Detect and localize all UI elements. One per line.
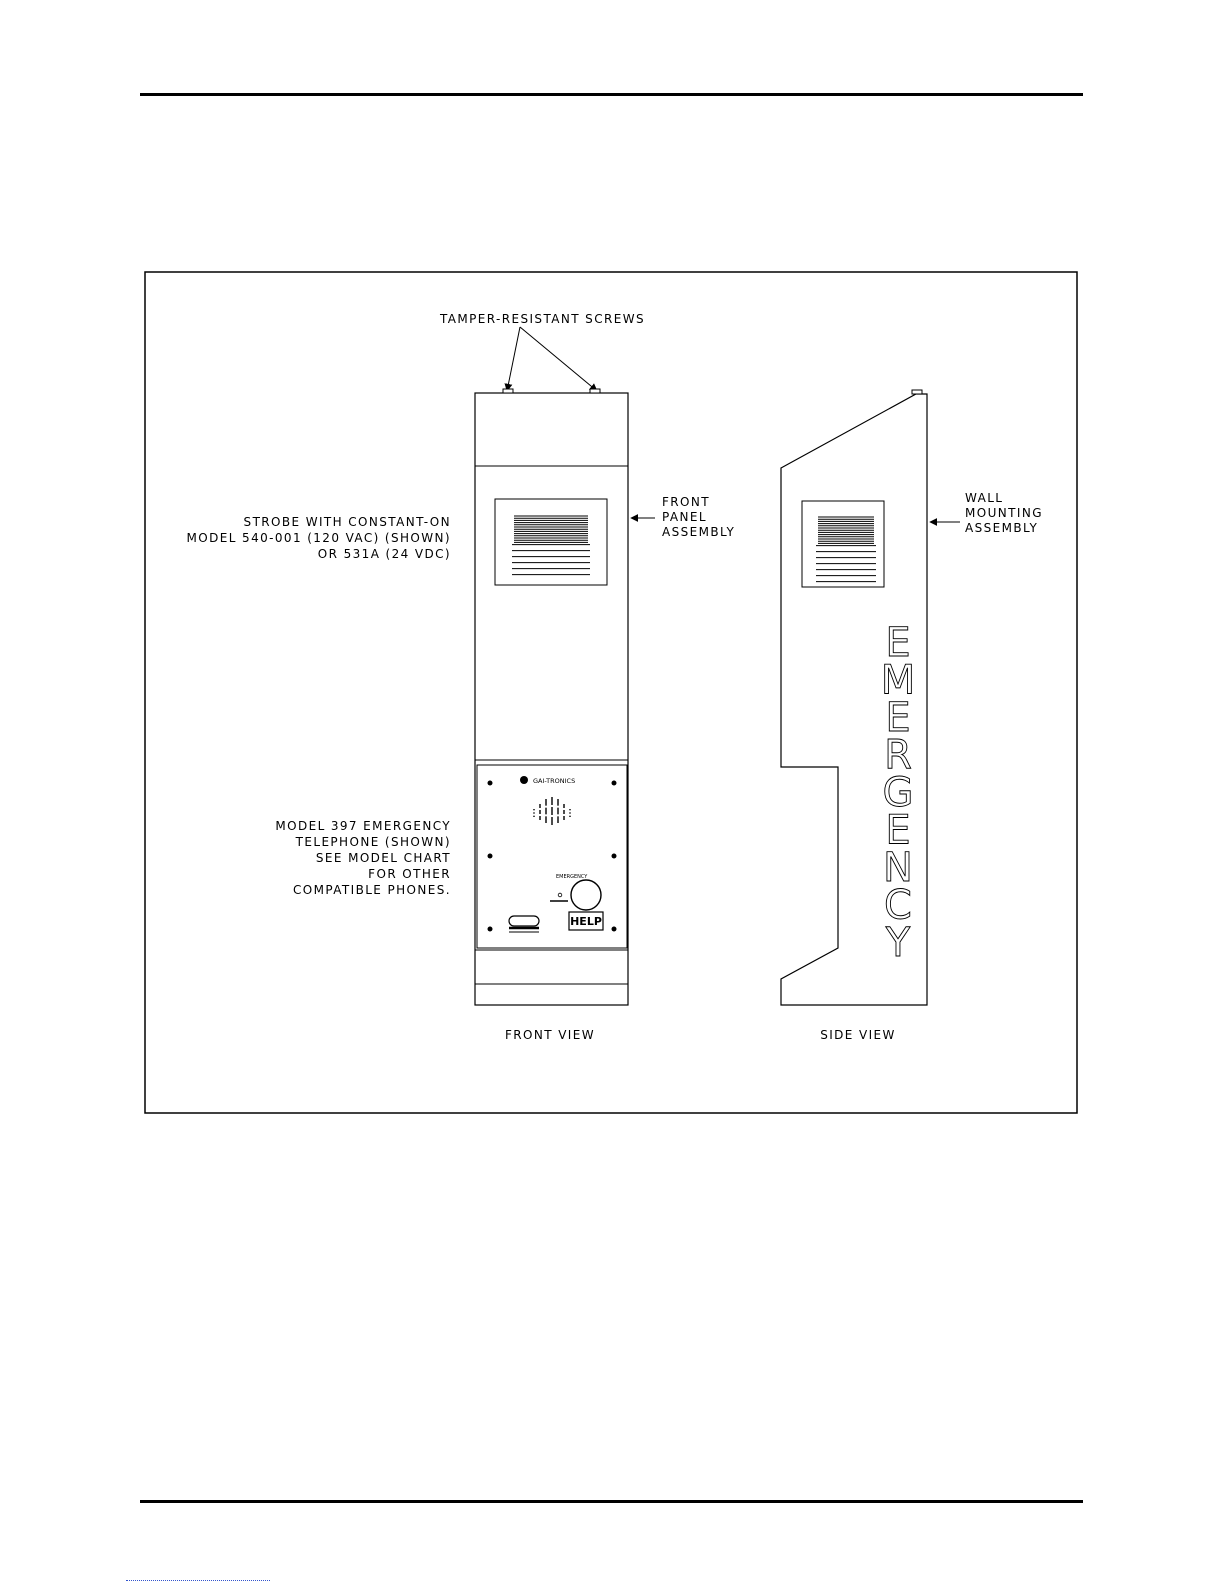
telephone-label-line-5: COMPATIBLE PHONES. [293, 883, 451, 897]
front-panel-label-line-2: PANEL [662, 510, 707, 524]
strobe-label-line-2: MODEL 540-001 (120 VAC) (SHOWN) [187, 531, 451, 545]
panel-screw-icon [488, 781, 493, 786]
gai-tronics-logo-icon [520, 776, 528, 784]
front-view-caption: FRONT VIEW [505, 1028, 595, 1042]
emergency-letter: Y [885, 920, 911, 966]
side-tamper-screw [912, 390, 922, 394]
front-panel-label-line-1: FRONT [662, 495, 710, 509]
tamper-screw-left [503, 389, 513, 393]
phone-panel [477, 765, 627, 948]
strobe-label-line-1: STROBE WITH CONSTANT-ON [244, 515, 451, 529]
wall-mounting-label-line-1: WALL [965, 491, 1003, 505]
panel-screw-icon [612, 854, 617, 859]
footer-rule [140, 1500, 1083, 1503]
footer-link-underline [126, 1580, 270, 1582]
telephone-label-line-3: SEE MODEL CHART [316, 851, 451, 865]
tamper-arrow-right [520, 327, 597, 391]
button-label: EMERGENCY [556, 874, 588, 880]
tamper-arrow-left [507, 327, 520, 391]
front-view: GAI-TRONICS EMERGENCY HELP [475, 389, 628, 1005]
wall-mounting-label-line-2: MOUNTING [965, 506, 1043, 520]
wall-mounting-label-line-3: ASSEMBLY [965, 521, 1038, 535]
telephone-label-line-1: MODEL 397 EMERGENCY [275, 819, 451, 833]
panel-screw-icon [488, 927, 493, 932]
panel-screw-icon [612, 927, 617, 932]
telephone-label-line-2: TELEPHONE (SHOWN) [295, 835, 451, 849]
brand-label: GAI-TRONICS [533, 777, 575, 785]
side-strobe-window [802, 501, 884, 587]
telephone-label-line-4: FOR OTHER [368, 867, 451, 881]
tamper-screws-label: TAMPER-RESISTANT SCREWS [439, 312, 645, 326]
front-panel-label-line-3: ASSEMBLY [662, 525, 735, 539]
emergency-button-icon [571, 880, 601, 910]
help-sign-label: HELP [570, 915, 602, 928]
panel-screw-icon [612, 781, 617, 786]
side-view-caption: SIDE VIEW [820, 1028, 896, 1042]
panel-screw-icon [488, 854, 493, 859]
tamper-screw-right [590, 389, 600, 393]
side-view: EMERGENCY [781, 390, 927, 1005]
strobe-label-line-3: OR 531A (24 VDC) [318, 547, 451, 561]
emergency-lettering: EMERGENCY [881, 620, 916, 966]
